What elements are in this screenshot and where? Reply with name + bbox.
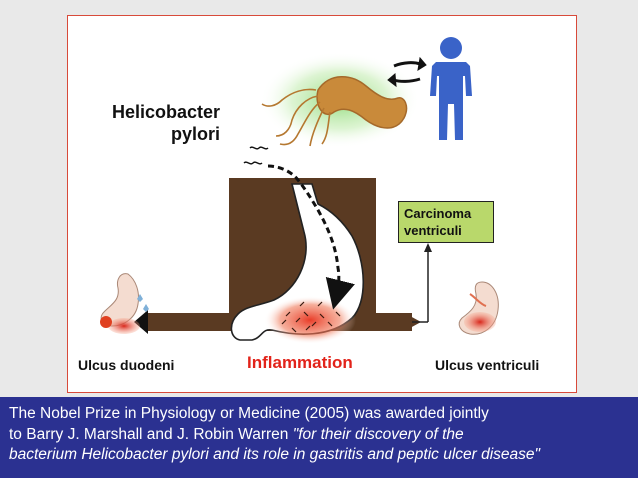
helicobacter-label: Helicobacter pylori xyxy=(112,101,220,145)
caption-line3: bacterium Helicobacter pylori and its ro… xyxy=(9,446,541,463)
small-bacteria-icon xyxy=(243,146,269,165)
small-stomach-duodeni-icon xyxy=(100,273,149,334)
nobel-caption: The Nobel Prize in Physiology or Medicin… xyxy=(0,397,638,478)
caption-line1: The Nobel Prize in Physiology or Medicin… xyxy=(9,405,489,422)
helicobacter-line1: Helicobacter xyxy=(112,102,221,122)
ulcus-ventriculi-label: Ulcus ventriculi xyxy=(435,357,540,373)
helicobacter-line2: pylori xyxy=(171,124,221,144)
caption-line2-italic: "for their discovery of the xyxy=(292,425,464,443)
bacterium-illustration xyxy=(260,52,420,148)
exchange-arrows-icon xyxy=(387,56,427,88)
carcinoma-box: Carcinoma ventriculi xyxy=(398,201,494,243)
carcinoma-line1: Carcinoma xyxy=(404,206,472,221)
stomach-illustration xyxy=(230,164,365,344)
human-figure-icon xyxy=(430,37,472,140)
caption-line2: to Barry J. Marshall and J. Robin Warren… xyxy=(9,425,629,446)
ulcus-duodeni-label: Ulcus duodeni xyxy=(78,357,175,373)
inflammation-label: Inflammation xyxy=(247,353,353,372)
small-stomach-ventriculi-icon xyxy=(458,281,499,335)
carcinoma-line2: ventriculi xyxy=(404,223,462,238)
caption-line2-plain: to Barry J. Marshall and J. Robin Warren xyxy=(9,425,293,443)
